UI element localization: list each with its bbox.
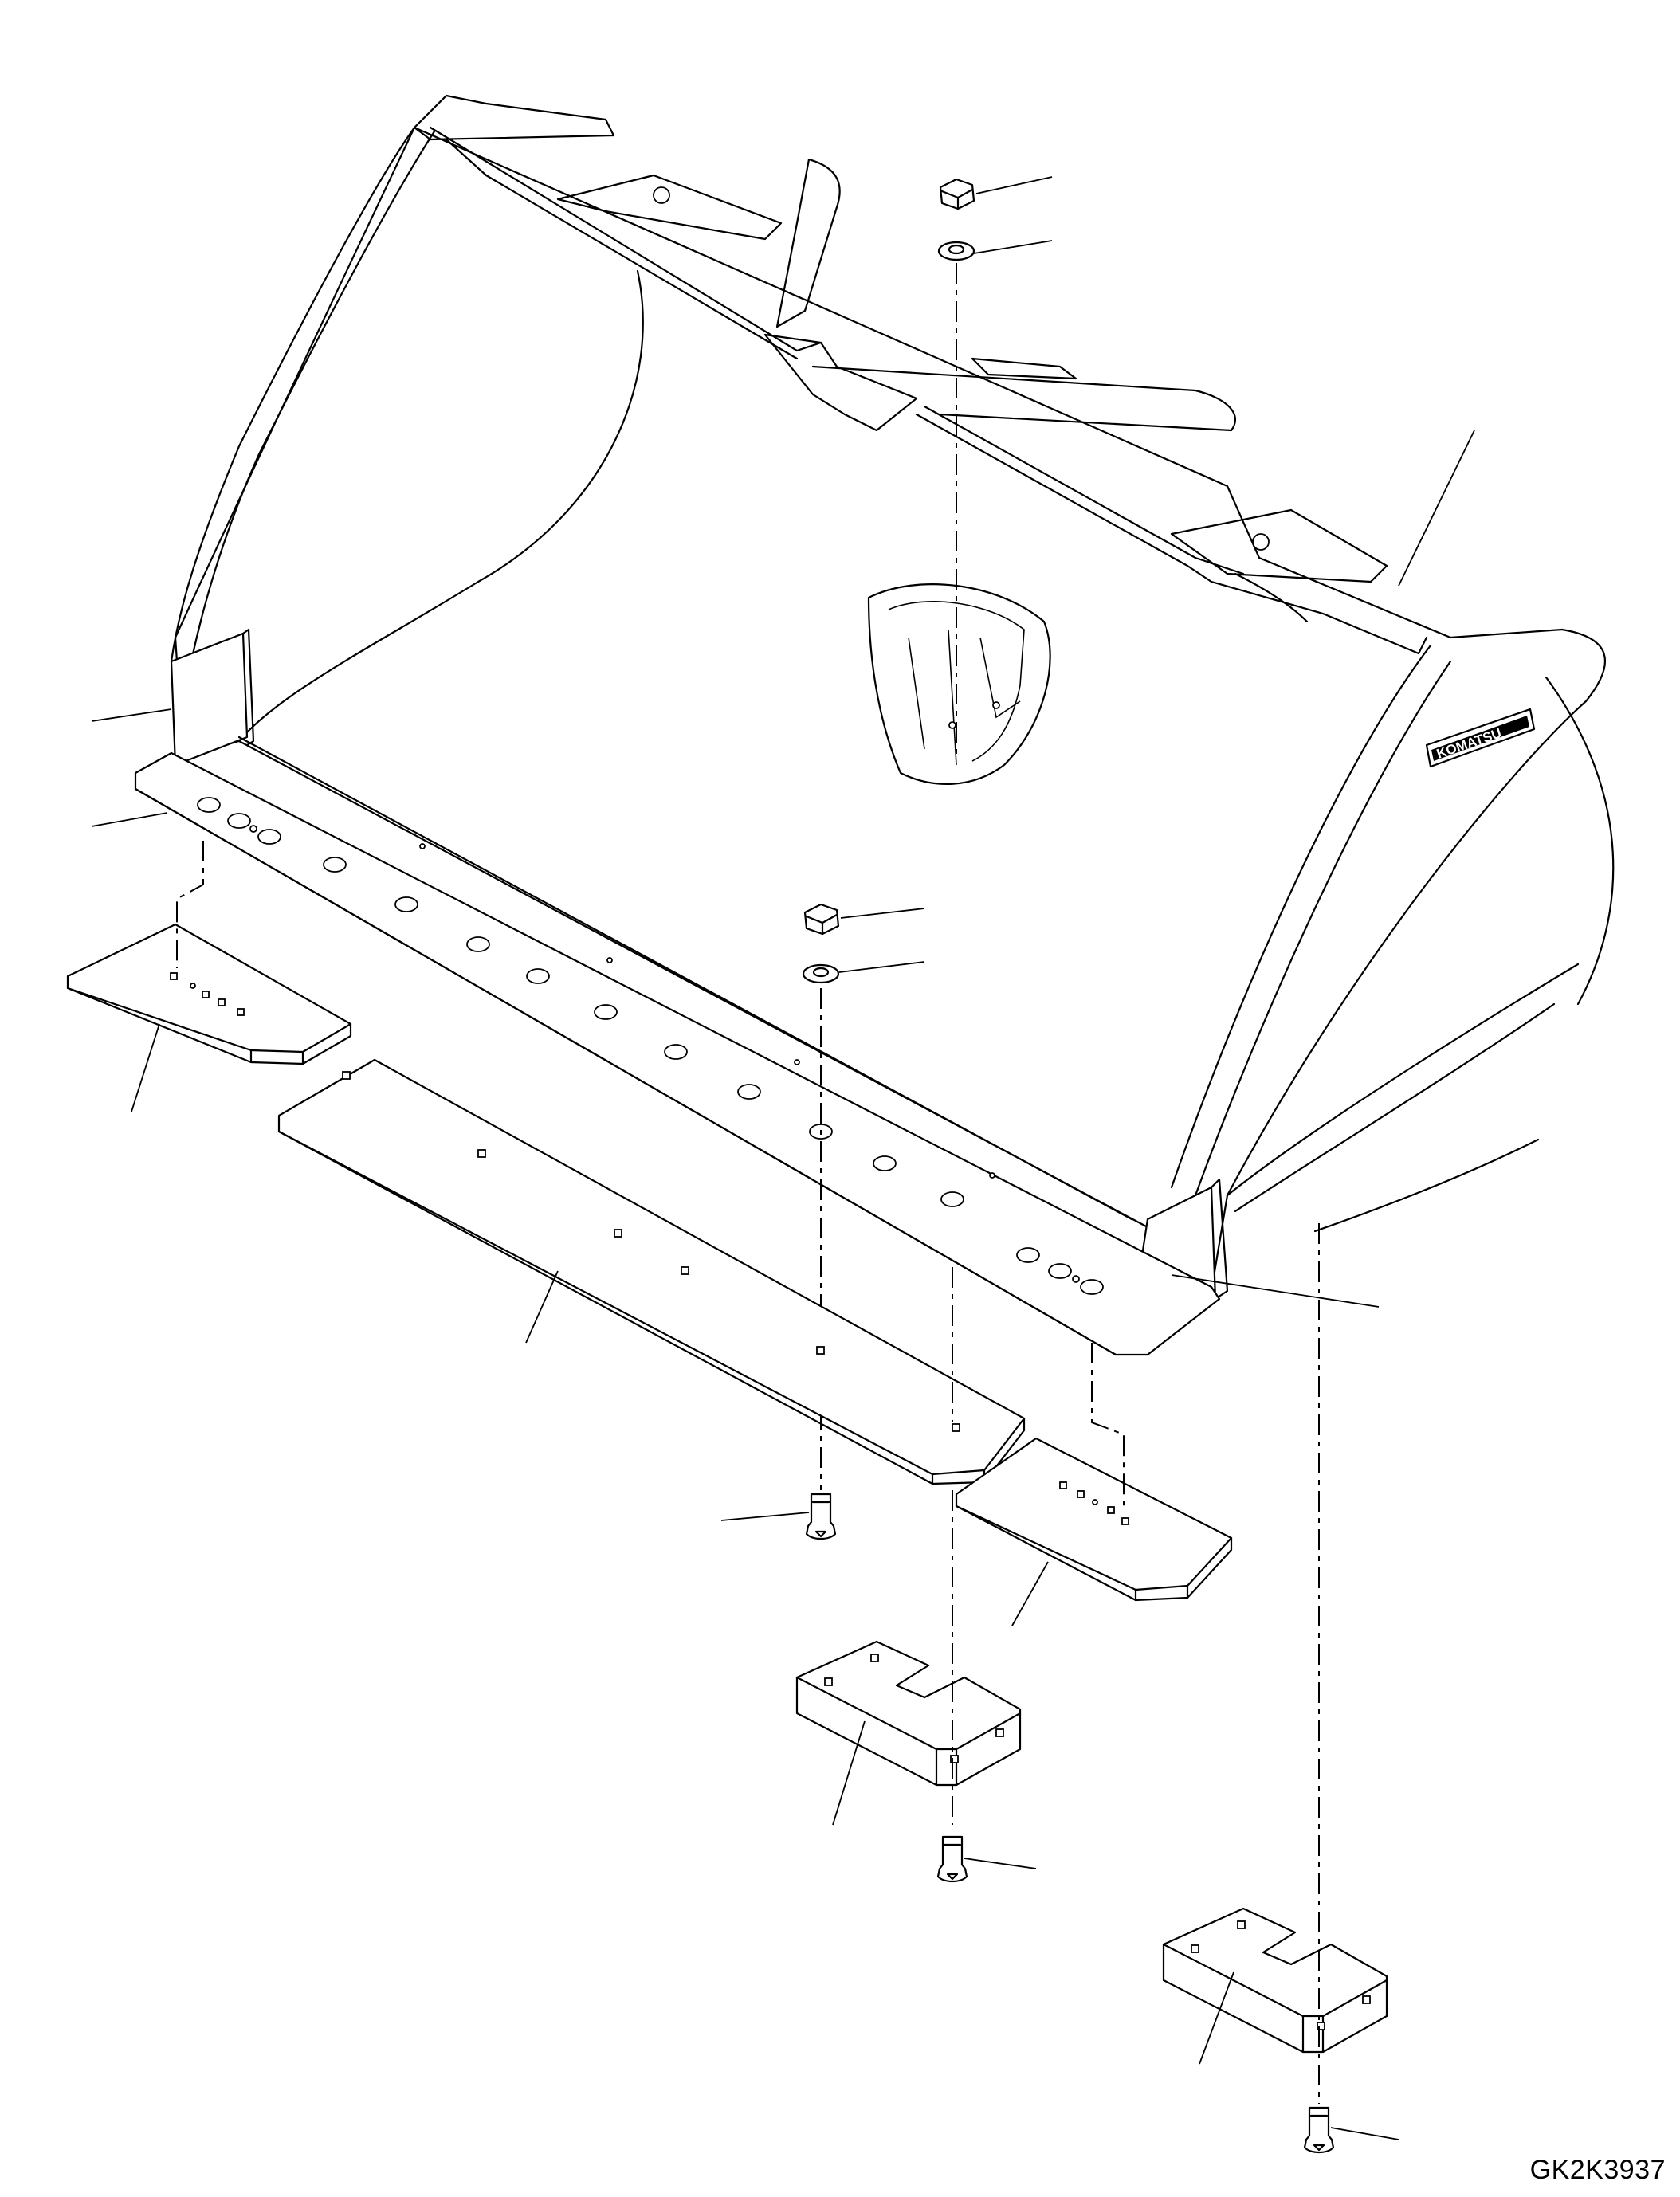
right-end-plate — [955, 1437, 1233, 1602]
top-nut — [939, 178, 975, 210]
left-end-axis — [176, 841, 204, 968]
bolt-shoe-upper — [936, 1835, 968, 1883]
left-end-plate — [66, 923, 352, 1065]
drawing-number: GK2K3937 — [1529, 2155, 1666, 2185]
shoe-upper — [795, 1640, 1022, 1787]
brand-plate: KOMATSU — [1425, 708, 1536, 768]
middle-nut — [803, 903, 840, 936]
middle-washer — [802, 963, 840, 984]
center-long-plate — [277, 1058, 1026, 1485]
bolt-center — [805, 1493, 837, 1540]
right-end-axis — [1091, 1343, 1125, 1510]
top-washer — [937, 241, 975, 261]
bolt-shoe-lower — [1303, 2106, 1335, 2154]
leader-lines — [91, 176, 1475, 2140]
shoe-lower — [1162, 1907, 1388, 2054]
cutting-edge-holes — [197, 797, 1104, 1295]
